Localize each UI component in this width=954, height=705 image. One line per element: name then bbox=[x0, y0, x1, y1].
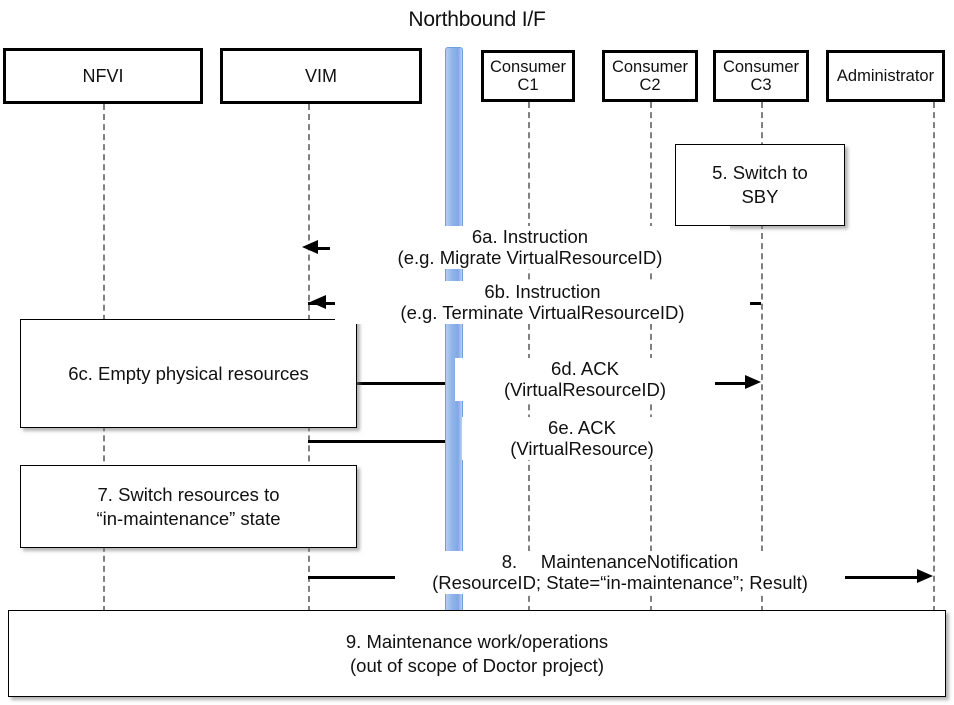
note-text: 7. Switch resources to “in-maintenance” … bbox=[96, 483, 280, 530]
note-line1: 7. Switch resources to bbox=[97, 483, 280, 505]
note-line1: 5. Switch to bbox=[712, 162, 808, 184]
actor-label-line2: C2 bbox=[639, 76, 661, 94]
arrowhead-8 bbox=[917, 569, 933, 583]
arrowhead-6b bbox=[310, 295, 326, 309]
message-label-6d: 6d. ACK (VirtualResourceID) bbox=[455, 358, 715, 401]
note-line2: SBY bbox=[741, 186, 779, 207]
message-label-line1: 6e. ACK bbox=[462, 417, 702, 439]
actor-box-consumer-c2[interactable]: Consumer C2 bbox=[602, 50, 698, 102]
actor-label-vim: VIM bbox=[304, 65, 337, 86]
message-label-line1: 8. MaintenanceNotification bbox=[395, 551, 845, 573]
note-text: 5. Switch to SBY bbox=[712, 161, 808, 208]
note-text: 9. Maintenance work/operations (out of s… bbox=[346, 630, 608, 677]
note-maintenance-work-operations[interactable]: 9. Maintenance work/operations (out of s… bbox=[8, 610, 946, 697]
message-label-line2: (VirtualResource) bbox=[462, 438, 702, 460]
actor-box-vim[interactable]: VIM bbox=[220, 48, 422, 104]
northbound-interface-bar bbox=[445, 47, 463, 612]
arrowhead-6d bbox=[745, 375, 761, 389]
actor-label-consumer-c2: Consumer C2 bbox=[612, 58, 688, 95]
actor-label-nfvi: NFVI bbox=[82, 65, 124, 86]
note-line2: “in-maintenance” state bbox=[96, 507, 281, 529]
actor-label-line2: C1 bbox=[517, 76, 539, 94]
actor-label-consumer-c3: Consumer C3 bbox=[723, 58, 799, 95]
message-label-line2: (e.g. Migrate VirtualResourceID) bbox=[330, 247, 730, 269]
note-text: 6c. Empty physical resources bbox=[68, 362, 309, 384]
actor-label-line2: C3 bbox=[750, 76, 772, 94]
lifeline-consumer-c1 bbox=[528, 102, 530, 612]
message-label-8: 8. MaintenanceNotification (ResourceID; … bbox=[395, 551, 845, 594]
actor-label-consumer-c1: Consumer C1 bbox=[490, 58, 566, 95]
message-label-line1: 6b. Instruction bbox=[335, 281, 750, 303]
actor-label-line1: Consumer bbox=[489, 57, 567, 76]
actor-box-nfvi[interactable]: NFVI bbox=[3, 48, 203, 104]
lifeline-consumer-c3 bbox=[761, 102, 763, 612]
message-label-6e: 6e. ACK (VirtualResource) bbox=[462, 417, 702, 460]
message-label-6b: 6b. Instruction (e.g. Terminate VirtualR… bbox=[335, 281, 750, 324]
message-label-line2: (ResourceID; State=“in-maintenance”; Res… bbox=[395, 572, 845, 594]
message-label-line2: (e.g. Terminate VirtualResourceID) bbox=[335, 302, 750, 324]
actor-label-line1: Consumer bbox=[722, 57, 800, 76]
lifeline-administrator bbox=[933, 102, 935, 612]
actor-box-consumer-c3[interactable]: Consumer C3 bbox=[713, 50, 809, 102]
note-switch-resources-in-maintenance[interactable]: 7. Switch resources to “in-maintenance” … bbox=[20, 465, 357, 548]
message-label-line2: (VirtualResourceID) bbox=[455, 379, 715, 401]
note-line2: (out of scope of Doctor project) bbox=[350, 654, 604, 676]
lifeline-consumer-c2 bbox=[650, 102, 652, 612]
actor-box-administrator[interactable]: Administrator bbox=[826, 50, 945, 102]
arrowhead-6a bbox=[302, 240, 318, 254]
message-label-line1: 6a. Instruction bbox=[330, 226, 730, 248]
actor-label-line1: Consumer bbox=[611, 57, 689, 76]
message-label-6a: 6a. Instruction (e.g. Migrate VirtualRes… bbox=[330, 226, 730, 269]
page-title: Northbound I/F bbox=[408, 8, 546, 31]
note-empty-physical-resources[interactable]: 6c. Empty physical resources bbox=[20, 319, 357, 428]
note-switch-to-sby[interactable]: 5. Switch to SBY bbox=[675, 144, 845, 226]
message-label-line1: 6d. ACK bbox=[455, 358, 715, 380]
note-line1: 9. Maintenance work/operations bbox=[345, 630, 609, 652]
actor-box-consumer-c1[interactable]: Consumer C1 bbox=[481, 50, 575, 102]
actor-label-administrator: Administrator bbox=[836, 66, 935, 85]
